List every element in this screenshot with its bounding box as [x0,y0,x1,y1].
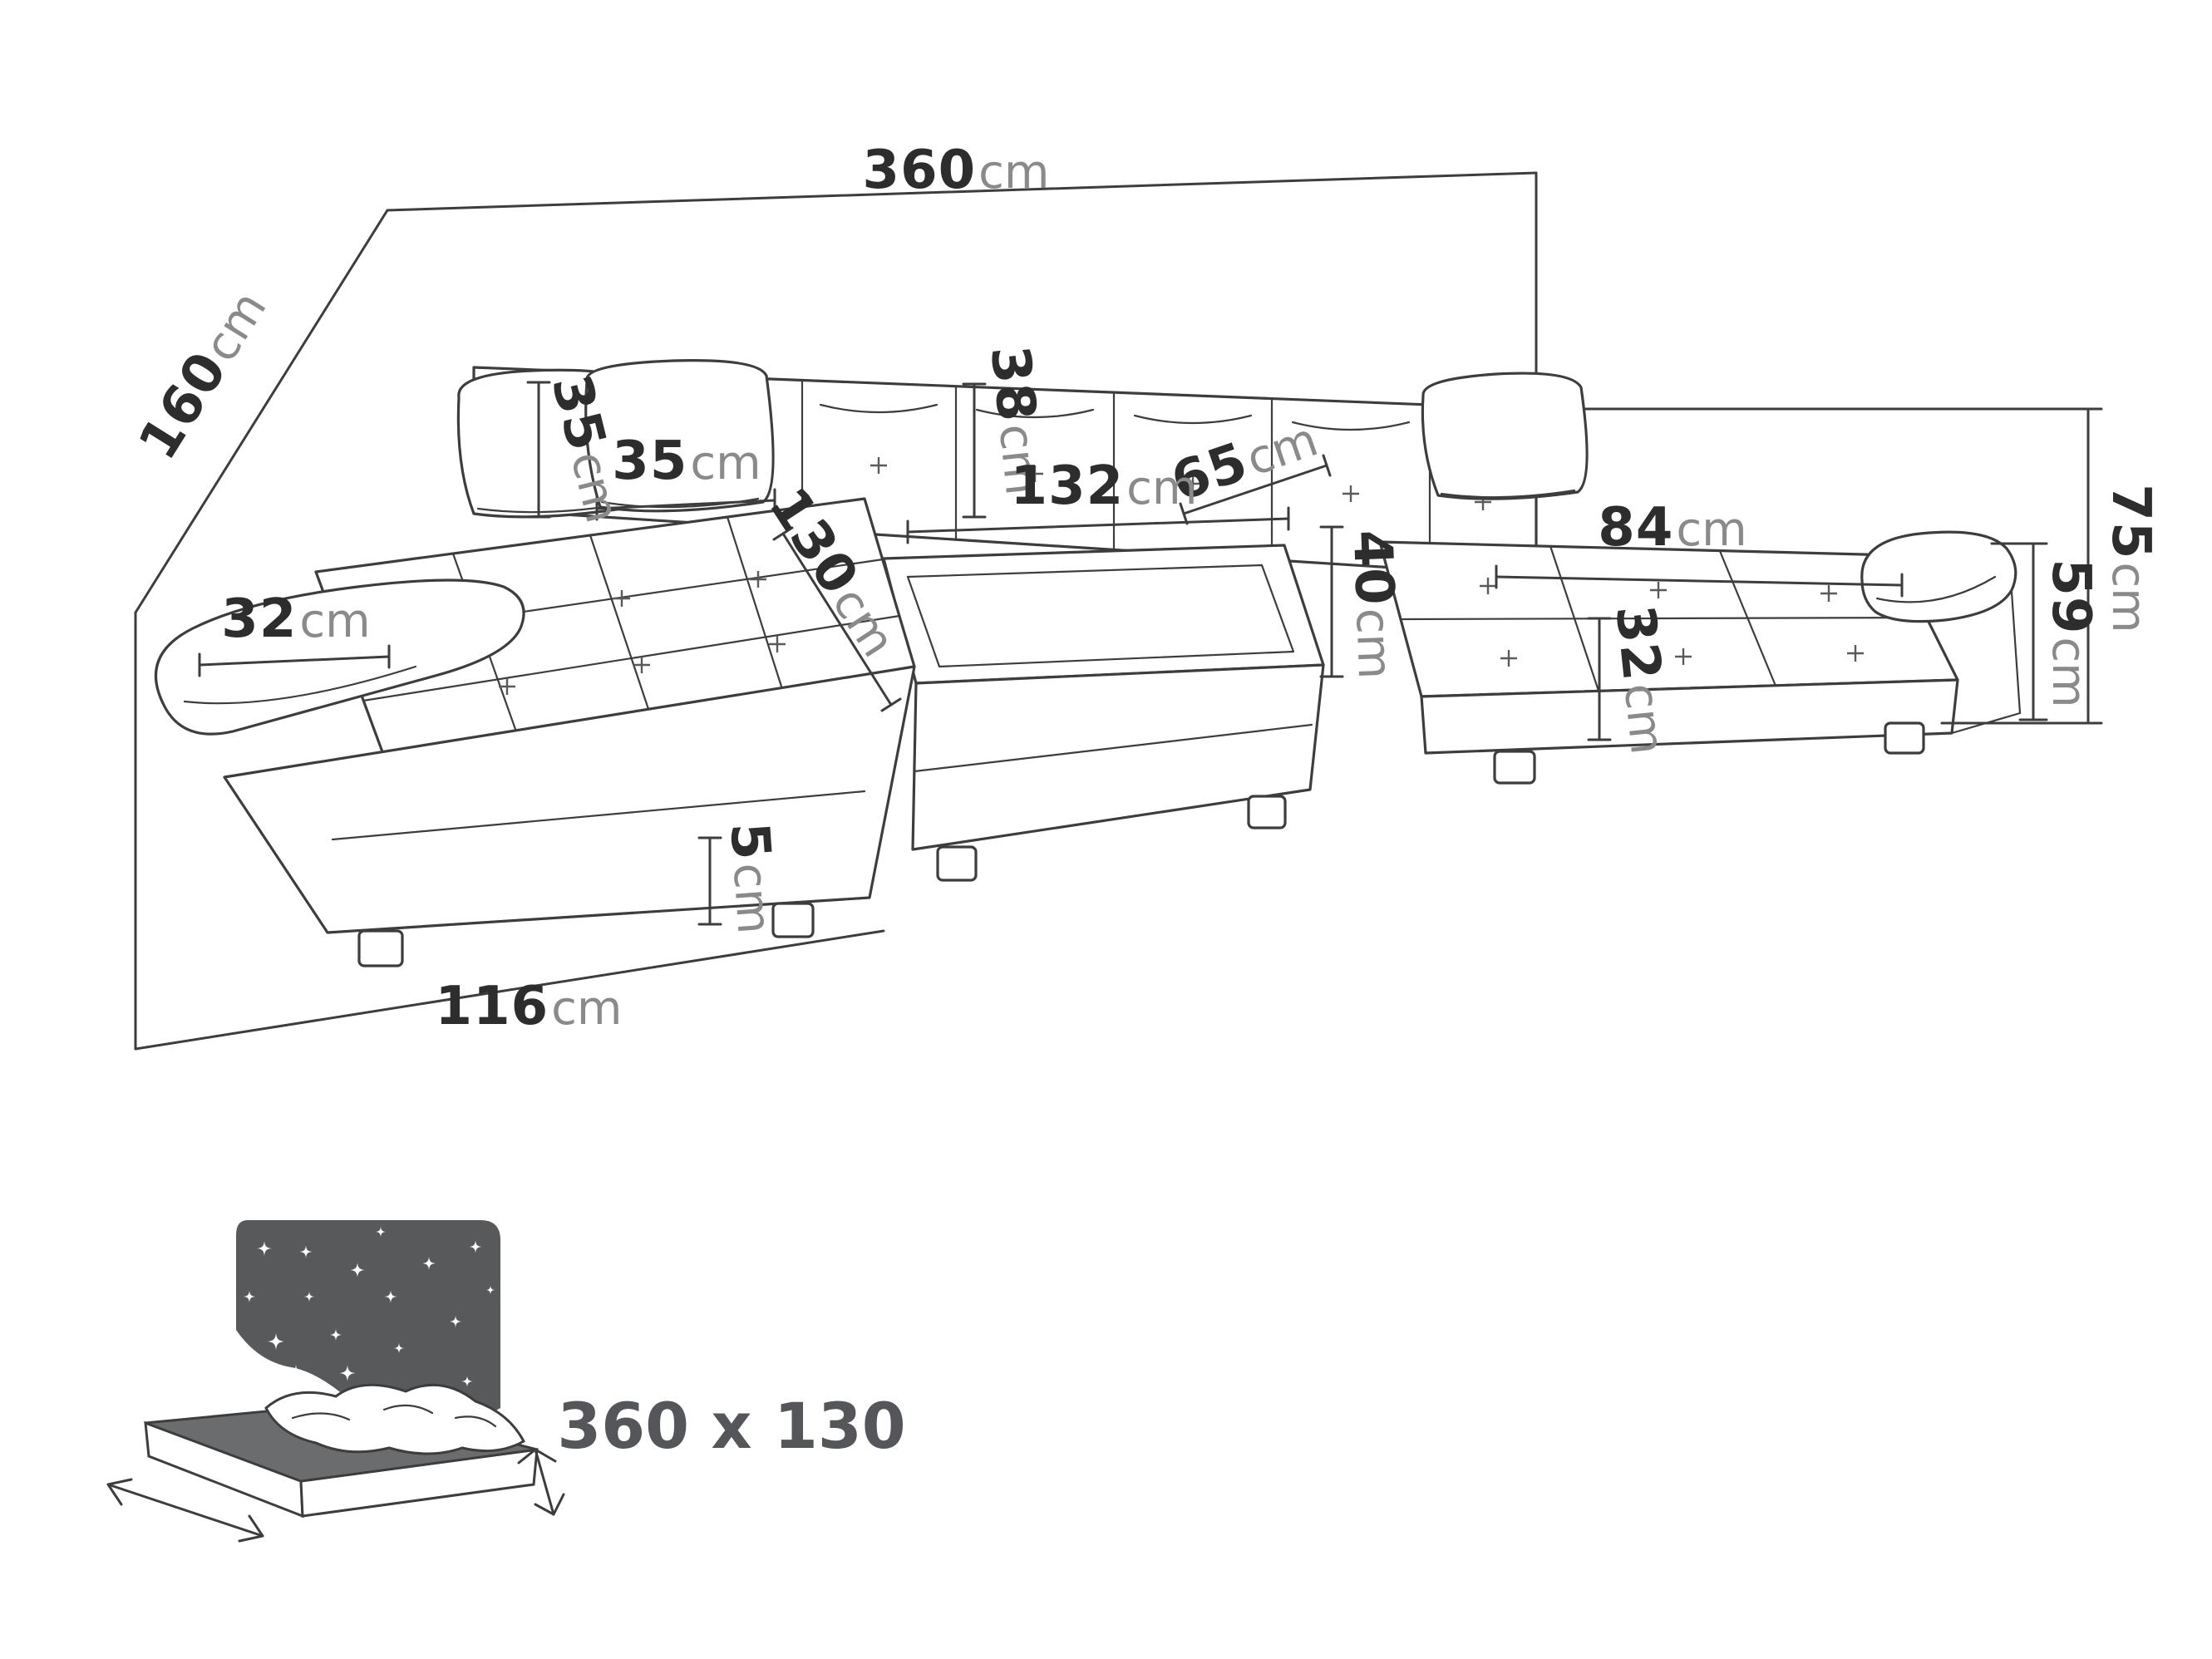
depth-arrow [517,1448,565,1516]
dim-right-armrest-width: 32cm [1604,603,1680,757]
right-chaise-leg [1884,721,1925,755]
back-pillows [456,359,1589,519]
left-front-panel [223,665,916,934]
left-armrest [154,578,525,736]
dim-armrest-height: 59cm [2040,559,2101,707]
frame-bottom-edge [134,929,885,1051]
middle-leg [936,845,978,882]
dim-leg-height: 5cm [717,820,786,936]
dim-total-width: 360cm [863,140,1050,201]
sleeping-area-size-label: 360 x 130 [557,1389,905,1463]
night-sky-headboard [236,1220,500,1426]
frame-top-edge [386,171,1538,212]
dim-overall-height: 75cm [2100,484,2161,633]
middle-front-panel [911,663,1325,851]
pillow [1421,372,1589,500]
dim-front-width: 116cm [436,976,623,1037]
sleeping-function-icon: 360 x 130 [106,1220,906,1543]
frame-left-diagonal-edge [134,209,389,614]
dim-backrest-height: 38cm [978,343,1055,498]
middle-seat-stitch-border [906,564,1295,668]
sofa-illustration [154,359,2090,967]
left-chaise [154,497,916,967]
middle-seat [882,544,1325,882]
dim-left-armrest-width: 32cm [221,588,370,650]
right-armrest [1860,530,2017,623]
dim-pillow-width: 35cm [612,431,761,492]
middle-leg [1247,795,1287,830]
dimension-lines [198,381,2103,926]
width-arrow [106,1478,264,1543]
dim-middle-seat-width: 132cm [1011,455,1198,517]
left-chaise-leg [771,902,815,938]
dim-total-depth: 160cm [127,279,278,470]
right-chaise [1378,530,2022,785]
duvet-folds [291,1404,497,1428]
duvet [264,1383,526,1455]
left-chaise-leg [357,929,404,967]
right-chaise-leg [1493,750,1536,785]
dim-right-seat-width: 84cm [1598,497,1746,559]
dim-seat-height: 40cm [1341,529,1407,680]
pillow [584,359,775,513]
